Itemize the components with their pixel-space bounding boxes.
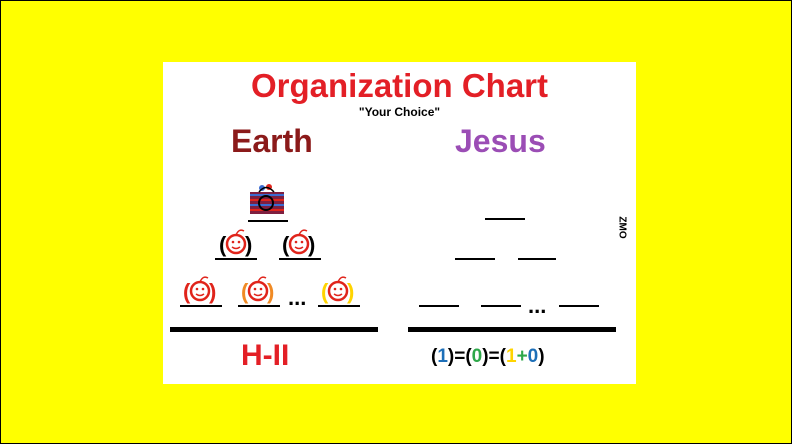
row3-underline-3 xyxy=(318,305,360,307)
svg-text:): ) xyxy=(267,279,274,304)
eq-one: 1 xyxy=(437,346,448,367)
jesus-base-line xyxy=(408,327,616,332)
jesus-row3-blank-3 xyxy=(559,305,599,307)
jesus-row2-blank-2 xyxy=(518,258,556,260)
eq-zero: 0 xyxy=(471,346,483,367)
svg-text:(: ( xyxy=(282,232,290,257)
svg-text:): ) xyxy=(308,232,315,257)
org-chart-card: Organization Chart "Your Choice" Earth J… xyxy=(163,62,636,384)
row3-underline-2 xyxy=(238,305,280,307)
chart-title: Organization Chart xyxy=(250,67,549,104)
svg-text:(: ( xyxy=(321,279,329,304)
eq-paren: ( xyxy=(431,346,438,367)
svg-text:): ) xyxy=(347,279,354,304)
h-ii-label: H-II xyxy=(241,339,290,372)
left-ellipsis: ... xyxy=(288,285,307,310)
jesus-row2-blank-1 xyxy=(455,258,495,260)
smiley-face-icon: ( ) xyxy=(241,276,274,304)
eq-one: 1 xyxy=(505,346,517,367)
zmo-watermark: ZMO xyxy=(616,216,628,239)
eq-paren: ) xyxy=(538,346,545,367)
earth-heading: Earth xyxy=(231,123,313,159)
svg-text:): ) xyxy=(245,232,252,257)
jesus-heading: Jesus xyxy=(455,123,546,159)
equation: (1)=(0)=(1+0) xyxy=(431,347,545,366)
jesus-row3-blank-1 xyxy=(419,305,459,307)
earth-base-line xyxy=(170,327,378,332)
svg-text:(: ( xyxy=(219,232,227,257)
crowned-ring-icon xyxy=(250,184,284,214)
svg-text:(: ( xyxy=(241,279,249,304)
row2-underline-2 xyxy=(279,258,321,260)
smiley-face-icon: ( ) xyxy=(219,229,252,257)
smiley-face-icon: ( ) xyxy=(321,276,354,304)
leader-underline xyxy=(248,220,288,222)
eq-plus: + xyxy=(516,346,528,367)
eq-zero: 0 xyxy=(527,346,539,367)
jesus-top-blank xyxy=(485,218,525,220)
right-ellipsis: ... xyxy=(528,293,547,318)
row3-underline-1 xyxy=(180,305,222,307)
eq-paren: )=( xyxy=(482,346,506,367)
smiley-face-icon: ( ) xyxy=(282,229,315,257)
eq-paren: )=( xyxy=(447,346,472,367)
chart-subtitle: "Your Choice" xyxy=(358,105,441,119)
jesus-row3-blank-2 xyxy=(481,305,521,307)
row2-underline-1 xyxy=(215,258,257,260)
svg-text:(: ( xyxy=(183,279,191,304)
smiley-face-icon: ( ) xyxy=(183,276,216,304)
svg-text:): ) xyxy=(209,279,216,304)
